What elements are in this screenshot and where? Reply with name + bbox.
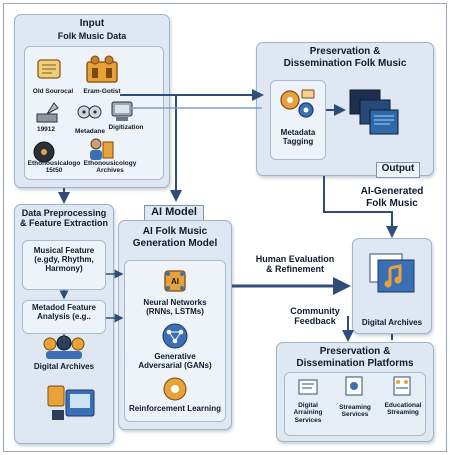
output-tag xyxy=(376,162,420,178)
ai-chip-label: AI xyxy=(171,277,179,286)
arrow-preservation-to-archives xyxy=(323,176,398,238)
folk-ensemble-icon xyxy=(86,55,118,83)
digital-archives-left-label: Digital Archives xyxy=(33,362,95,371)
platform-item-educational: Educational Streaming xyxy=(384,402,422,417)
digital-screens-icon xyxy=(349,89,399,135)
metadata-tagging-label: Metadata Tagging xyxy=(280,128,316,147)
metadata-feature-label: Metadod Feature Analysis (e.g.. xyxy=(31,303,96,322)
digital-archives-right-label: Digital Archives xyxy=(361,318,423,327)
input-item-ethonousicology-archives: Ethonousicology Archives xyxy=(83,160,137,175)
streaming-services-icon xyxy=(345,376,363,396)
output-label: Output xyxy=(381,163,415,174)
metadata-gears-icon xyxy=(280,89,315,118)
educational-streaming-icon xyxy=(393,376,411,396)
reel-tape-icon xyxy=(77,105,102,119)
phonograph-icon xyxy=(36,102,59,123)
archive-person-icon xyxy=(90,138,114,160)
input-item-old-sourocal: Old Sourocal xyxy=(32,88,74,95)
musical-feature-box xyxy=(22,240,106,290)
analysts-icon xyxy=(43,335,85,359)
arrow-input-down-branch xyxy=(150,94,182,202)
ai-chip-icon xyxy=(164,270,186,292)
archive-devices-icon xyxy=(47,385,95,420)
input-item-metadane: Metadane xyxy=(75,128,105,135)
platform-item-streaming: Streaming Services xyxy=(339,404,371,419)
vinyl-record-icon xyxy=(33,141,55,163)
input-title: Input xyxy=(79,18,105,29)
input-item-ethonousicalogo: Ethonousicalogo 15t50 xyxy=(27,160,81,175)
metadata-feature-box xyxy=(22,300,106,334)
input-subtitle: Folk Music Data xyxy=(57,31,127,41)
reinforcement-icon xyxy=(163,377,187,401)
digital-archives-right-icon xyxy=(369,253,415,293)
ai-model-title: AI Folk Music Generation Model xyxy=(132,226,218,249)
reinforcement-learning-label: Reinforcement Learning xyxy=(128,404,221,413)
preprocessing-title: Data Preprocessing & Feature Extraction xyxy=(19,208,109,229)
metadata-tagging-box xyxy=(270,80,326,160)
platform-item-training: Digital Arraining Services xyxy=(293,402,323,424)
ai-model-tag-label: AI Model xyxy=(151,206,197,218)
input-item-19912: 19912 xyxy=(36,126,56,133)
gan-label: Generative Adversarial (GANs) xyxy=(138,352,212,371)
ai-generated-label: AI-Generated Folk Music xyxy=(360,186,424,209)
scroll-icon xyxy=(37,59,61,79)
gan-network-icon xyxy=(162,323,188,349)
human-evaluation-label: Human Evaluation & Refinement xyxy=(255,254,335,275)
input-item-digitization: Digitization xyxy=(108,124,144,131)
platforms-title: Preservation & Dissemination Platforms xyxy=(296,346,414,369)
input-item-eram-gotist: Eram-Gotist xyxy=(83,88,121,95)
musical-feature-label: Musical Feature (e.gdy, Rhythm, Harmony) xyxy=(33,246,95,274)
preservation-top-title: Preservation & Dissemination Folk Music xyxy=(283,46,407,69)
community-feedback-label: Community Feedback xyxy=(290,306,340,327)
scanner-icon xyxy=(111,101,133,121)
neural-networks-label: Neural Networks (RNNs, LSTMs) xyxy=(143,298,207,317)
training-services-icon xyxy=(298,379,318,395)
diagram-frame xyxy=(3,3,447,452)
